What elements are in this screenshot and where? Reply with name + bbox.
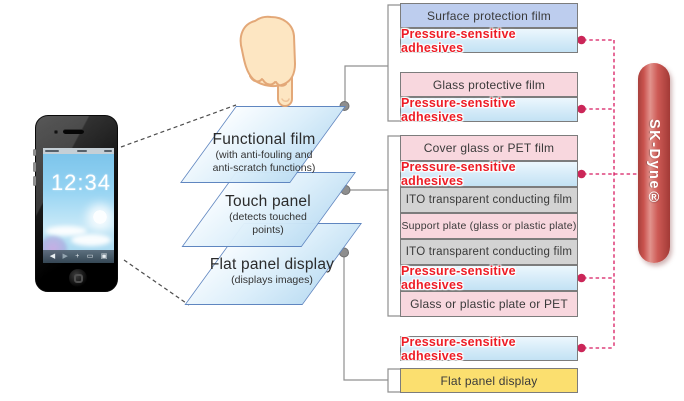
- volume-down-button: [33, 176, 36, 186]
- phone-screen: 12:34 ◀ ▶ + ▭ ▣: [43, 148, 114, 263]
- bracket-group-middle: [387, 135, 400, 317]
- back-icon[interactable]: ◀: [49, 253, 56, 260]
- box-pressure-sensitive-adhesives: Pressure-sensitive adhesives: [400, 160, 578, 188]
- layer-subtitle: (with anti-fouling and anti-scratch func…: [188, 149, 340, 176]
- box-ito-transparent-conducting-film: ITO transparent conducting film: [400, 239, 578, 265]
- psa-dot-5: [577, 343, 586, 353]
- connector-flat-panel: [343, 255, 388, 381]
- knuckle-fold: [275, 81, 287, 87]
- box-glass-or-plastic-plate-or-pet: Glass or plastic plate or PET: [400, 291, 578, 317]
- subtitle-line: (with anti-fouling and: [215, 149, 313, 161]
- browser-toolbar: ◀ ▶ + ▭ ▣: [43, 250, 114, 263]
- mute-switch: [33, 149, 36, 156]
- box-glass-protective-film: Glass protective film: [400, 72, 578, 97]
- layer-title: Flat panel display: [209, 256, 335, 273]
- subtitle-line: anti-scratch functions): [212, 162, 316, 175]
- cloud: [45, 226, 87, 236]
- fist: [239, 15, 296, 88]
- knuckle-fold: [262, 79, 276, 86]
- box-support-plate: Support plate (glass or plastic plate): [400, 213, 578, 239]
- flat-panel-display-label: Flat panel display (displays images): [190, 256, 354, 287]
- brand-label: SK-Dyne®: [646, 118, 662, 208]
- box-pressure-sensitive-adhesives: Pressure-sensitive adhesives: [400, 27, 578, 55]
- pages-icon[interactable]: ▭: [86, 253, 94, 260]
- home-button-square: [73, 273, 83, 283]
- knuckle-fold: [249, 75, 263, 83]
- psa-dot-3: [577, 169, 586, 179]
- functional-film-label: Functional film (with anti-fouling and a…: [188, 131, 340, 176]
- subtitle-line: (displays images): [231, 274, 313, 286]
- box-pressure-sensitive-adhesives: Pressure-sensitive adhesives: [400, 96, 578, 124]
- box-cover-glass-or-pet-film: Cover glass or PET film: [400, 135, 578, 161]
- bracket-group-bottom: [387, 368, 400, 393]
- clock-indicator: [76, 150, 87, 152]
- box-flat-panel-display: Flat panel display: [400, 368, 578, 393]
- fingernail: [281, 98, 290, 102]
- status-bar: [43, 148, 114, 154]
- layer-title: Functional film: [212, 131, 316, 148]
- battery-indicator: [104, 150, 112, 152]
- box-surface-protection-film: Surface protection film: [400, 3, 578, 28]
- front-camera: [54, 130, 58, 134]
- psa-dot-1: [577, 35, 586, 45]
- earpiece-speaker: [63, 129, 84, 134]
- box-pressure-sensitive-adhesives: Pressure-sensitive adhesives: [400, 335, 578, 363]
- box-ito-transparent-conducting-film: ITO transparent conducting film: [400, 187, 578, 213]
- layer-title: Touch panel: [225, 193, 311, 210]
- layer-subtitle: (detects touched points): [198, 211, 338, 238]
- cloud: [71, 234, 111, 246]
- touch-panel-label: Touch panel (detects touched points): [198, 193, 338, 238]
- carrier-indicator: [45, 150, 59, 152]
- clock-widget: 12:34: [50, 170, 111, 195]
- sun-glow: [93, 210, 107, 224]
- psa-dot-4: [577, 273, 586, 283]
- home-button[interactable]: [68, 268, 88, 288]
- layer-subtitle: (displays images): [190, 274, 354, 287]
- psa-dot-2: [577, 104, 586, 114]
- sk-dyne-brand-capsule: SK-Dyne®: [638, 63, 670, 263]
- bracket-group-top: [387, 4, 400, 122]
- subtitle-line: (detects touched: [229, 211, 307, 223]
- camera-icon[interactable]: ▣: [100, 253, 108, 260]
- volume-up-button: [33, 162, 36, 172]
- box-pressure-sensitive-adhesives: Pressure-sensitive adhesives: [400, 264, 578, 292]
- forward-icon[interactable]: ▶: [62, 253, 68, 260]
- connector-functional-film: [344, 65, 388, 103]
- subtitle-line: points): [252, 224, 284, 237]
- pointing-hand: [239, 15, 296, 107]
- smartphone: 12:34 ◀ ▶ + ▭ ▣: [33, 115, 118, 292]
- dashed-line-phone-bottom: [123, 259, 190, 306]
- plus-icon[interactable]: +: [75, 253, 80, 260]
